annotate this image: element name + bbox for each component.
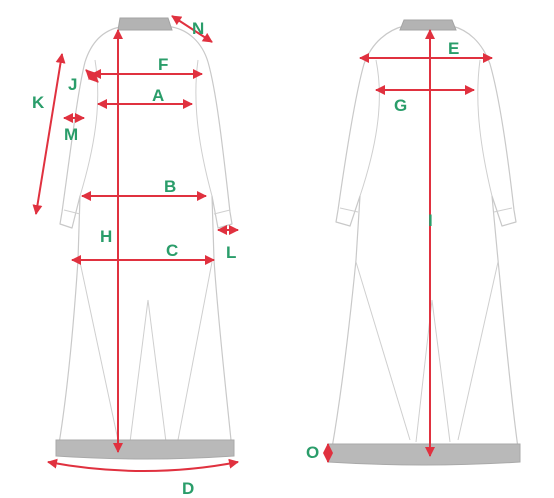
front-right-panel-seam [177,261,213,441]
label-C: C [166,241,178,260]
label-N: N [192,19,204,38]
label-E: E [448,39,459,58]
label-M: M [64,125,78,144]
label-B: B [164,177,176,196]
front-right-cuff [213,209,231,215]
label-K: K [32,93,45,112]
label-L: L [226,243,236,262]
back-right-cuff [493,207,513,213]
back-left-panel-seam [355,261,411,441]
back-collar [399,19,457,31]
label-H: H [100,227,112,246]
arrow-N [171,15,213,43]
back-right-panel-seam [457,261,499,441]
label-G: G [394,96,407,115]
front-hem-band [55,439,235,460]
front-center-panel-left [129,299,149,443]
label-I: I [428,211,433,230]
front-garment-outline [57,26,233,451]
front-view: N F J K A M B H C L D [32,15,239,498]
back-left-cuff [339,207,359,213]
arrow-D [47,458,239,472]
back-right-armhole [477,59,493,197]
front-collar [117,17,173,31]
front-left-panel-seam [79,261,119,441]
label-D: D [182,479,194,498]
front-left-cuff [63,209,81,215]
arrow-K [32,53,66,215]
back-hem-band [327,443,521,466]
arrow-J [85,69,99,83]
back-center-panel-right [431,299,451,443]
back-view: E G I O [306,19,521,466]
front-center-panel-right [147,299,167,443]
label-A: A [152,86,164,105]
label-F: F [158,55,168,74]
label-J: J [68,75,77,94]
label-O: O [306,443,319,462]
back-left-armhole [359,59,380,197]
